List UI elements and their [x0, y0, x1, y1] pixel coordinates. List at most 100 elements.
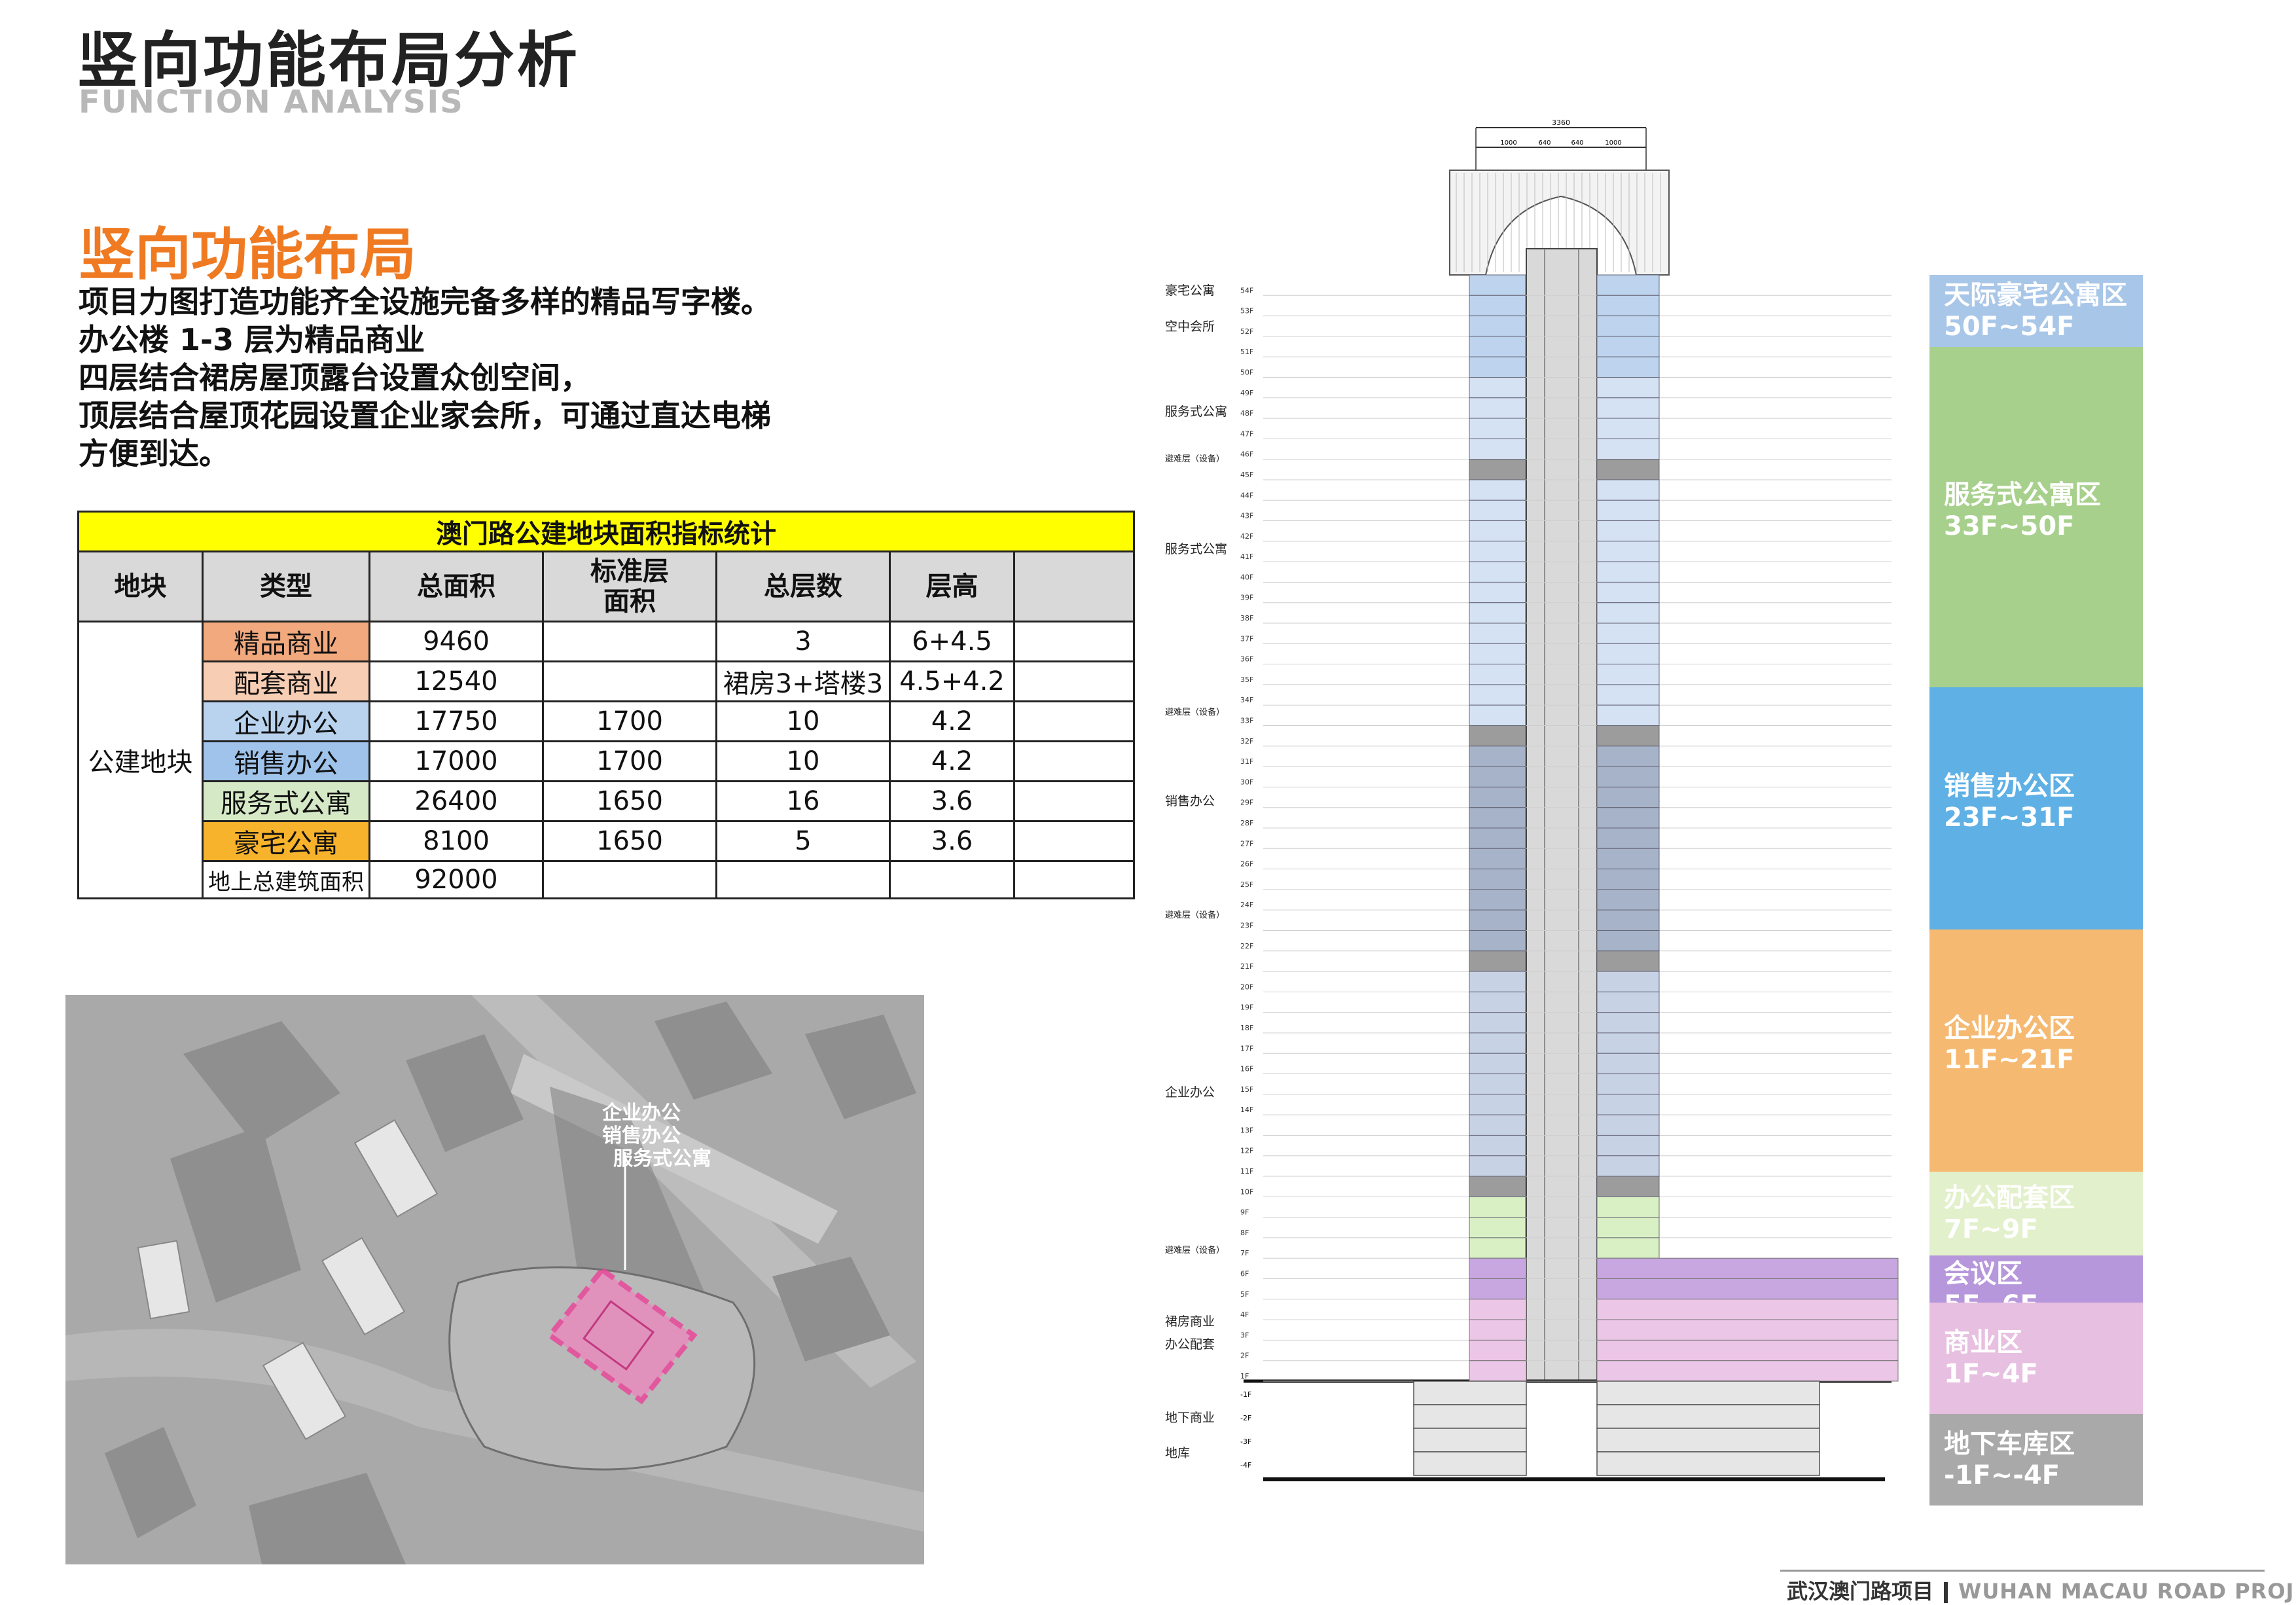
dimension-total: 3360	[1552, 118, 1570, 127]
floor-label: 16F	[1240, 1065, 1253, 1073]
floor-room	[1596, 929, 1660, 952]
type-cell: 销售办公	[202, 740, 370, 782]
floor-room	[1596, 684, 1660, 706]
floor-label: 53F	[1240, 307, 1253, 316]
podium-room	[1469, 1360, 1527, 1382]
floor-room	[1469, 684, 1526, 706]
basement-level	[1413, 1428, 1527, 1452]
zone-block: 会议区5F~6F	[1929, 1255, 2143, 1320]
zone-name: 企业办公区	[1944, 1013, 2075, 1043]
dimension-segment: 1000	[1605, 139, 1621, 147]
intro-line: 方便到达。	[79, 436, 229, 471]
floor-label: 13F	[1240, 1126, 1253, 1134]
floor-label: 22F	[1240, 942, 1253, 950]
elevation-label: 避难层（设备）	[1165, 454, 1225, 464]
area-cell: 9460	[368, 621, 544, 662]
floor-label: 26F	[1240, 860, 1253, 869]
floor-room	[1469, 274, 1526, 296]
empty-cell	[1013, 660, 1136, 702]
height-cell: 6+4.5	[889, 621, 1015, 662]
elevation-label: 地下商业	[1165, 1411, 1215, 1425]
zone-range: 50F~54F	[1944, 312, 2075, 342]
area-cell: 17750	[368, 700, 544, 742]
floor-room	[1596, 1053, 1660, 1075]
height-cell: 4.5+4.2	[889, 660, 1015, 702]
floor-room	[1469, 1134, 1526, 1157]
floor-room	[1469, 622, 1526, 644]
floor-label: 46F	[1240, 450, 1253, 459]
floor-room	[1469, 664, 1526, 685]
floor-label: 18F	[1240, 1024, 1253, 1032]
zone-range: 7F~9F	[1944, 1214, 2038, 1244]
floor-label: 24F	[1240, 901, 1253, 909]
elevation-label: 空中会所	[1165, 319, 1215, 334]
intro-line: 四层结合裙房屋顶露台设置众创空间，	[79, 360, 590, 395]
floor-label: 44F	[1240, 491, 1253, 499]
basement-level	[1413, 1404, 1527, 1429]
floor-room	[1596, 356, 1660, 378]
podium-room	[1469, 1257, 1527, 1280]
floor-room	[1469, 418, 1526, 439]
floor-label: 54F	[1240, 286, 1253, 295]
floor-label: 25F	[1240, 880, 1253, 889]
podium-room	[1596, 1257, 1899, 1280]
floor-label: 39F	[1240, 594, 1253, 602]
floor-room	[1469, 827, 1526, 849]
height-cell: 3.6	[889, 780, 1015, 822]
floor-room	[1596, 438, 1660, 460]
zone-name: 地下车库区	[1944, 1429, 2075, 1459]
floor-label: -4F	[1240, 1461, 1251, 1470]
tower-core	[582, 1300, 655, 1371]
floor-label: 1F	[1240, 1372, 1249, 1380]
podium-room	[1596, 1319, 1899, 1341]
floor-room	[1469, 1032, 1526, 1054]
floor-room	[1469, 1094, 1526, 1115]
floor-label: 50F	[1240, 368, 1253, 376]
floor-room	[1596, 1196, 1660, 1218]
floor-label: 11F	[1240, 1167, 1253, 1176]
floor-label: 28F	[1240, 819, 1253, 827]
floor-room	[1596, 664, 1660, 685]
floor-label: 3F	[1240, 1331, 1249, 1339]
empty-cell	[1013, 740, 1136, 782]
height-cell: 4.2	[889, 700, 1015, 742]
table-caption: 澳门路公建地块面积指标统计	[77, 511, 1136, 552]
floor-label: 4F	[1240, 1310, 1249, 1319]
floor-label: 21F	[1240, 962, 1253, 971]
header-floor-height: 层高	[889, 550, 1015, 622]
elevation-label: 服务式公寓	[1165, 542, 1227, 556]
floor-label: 23F	[1240, 921, 1253, 929]
floor-label: 27F	[1240, 839, 1253, 848]
floor-label: 8F	[1240, 1229, 1249, 1237]
floor-room	[1469, 1196, 1526, 1218]
floor-room	[1596, 520, 1660, 542]
floor-levels: 54F53F52F51F50F49F48F47F46F45F44F43F42F4…	[1240, 274, 1899, 1481]
floor-room	[1596, 786, 1660, 808]
floors-cell: 裙房3+塔楼3	[715, 660, 891, 702]
floor-room	[1596, 336, 1660, 357]
elevation-label: 地库	[1165, 1446, 1190, 1460]
height-cell: 3.6	[889, 820, 1015, 862]
floor-room	[1596, 581, 1660, 604]
header-floors: 总层数	[715, 550, 891, 622]
floor-room	[1469, 643, 1526, 665]
floor-label: 2F	[1240, 1352, 1249, 1360]
podium-room	[1596, 1299, 1899, 1320]
floor-room	[1469, 295, 1526, 317]
empty-cell	[1013, 820, 1136, 862]
floor-room	[1596, 295, 1660, 317]
floor-room	[1596, 991, 1660, 1013]
footer-project-cn: 武汉澳门路项目	[1787, 1579, 1934, 1604]
floor-room	[1469, 376, 1526, 399]
floor-room	[1596, 909, 1660, 931]
floor-room	[1596, 274, 1660, 296]
zone-name: 服务式公寓区	[1944, 480, 2101, 510]
floor-room	[1596, 376, 1660, 399]
floor-label: 47F	[1240, 429, 1253, 438]
elevation-label: 避难层（设备）	[1165, 1245, 1225, 1255]
type-cell: 豪宅公寓	[202, 820, 370, 862]
